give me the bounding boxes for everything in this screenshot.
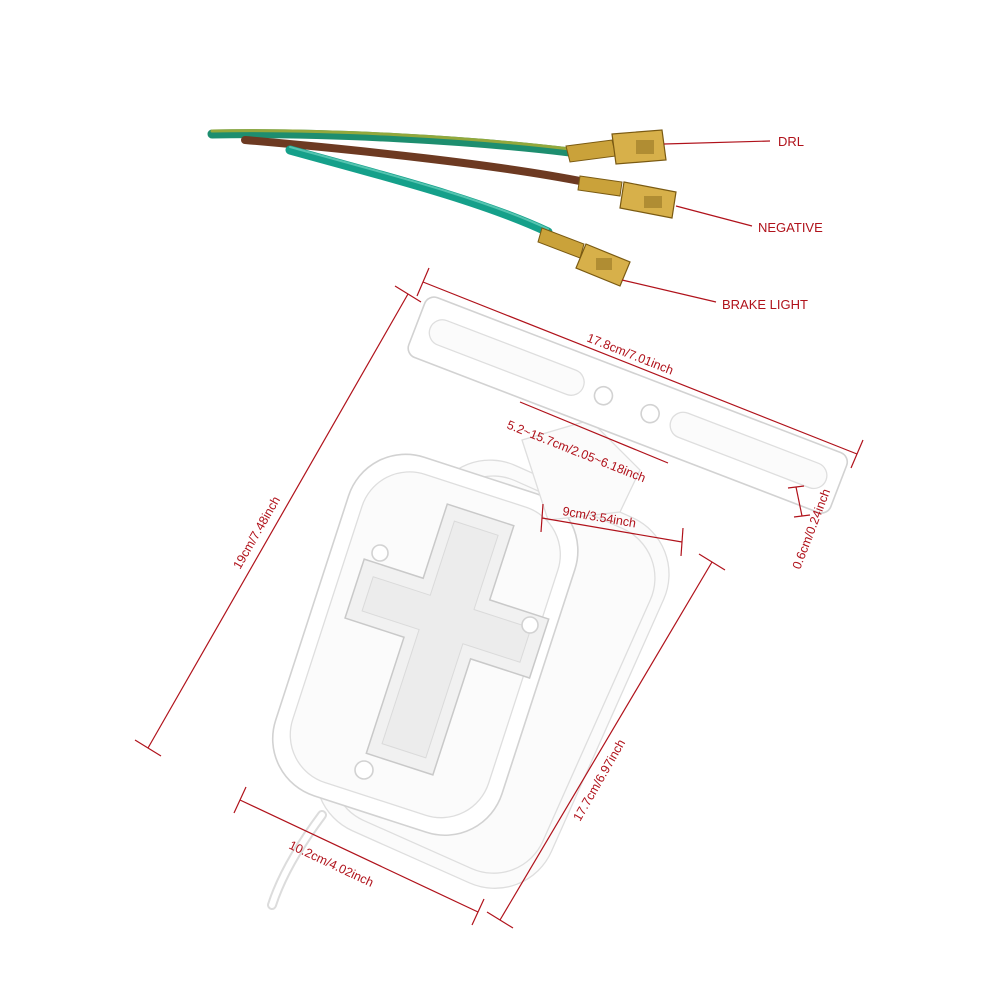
drl-terminal-icon — [565, 129, 667, 165]
mounting-bracket — [407, 296, 849, 514]
wire-labels: DRL NEGATIVE BRAKE LIGHT — [621, 134, 823, 312]
total-height-label: 19cm/7.48inch — [230, 494, 283, 572]
lamp-width-label: 10.2cm/4.02inch — [287, 838, 376, 890]
brake-light-label: BRAKE LIGHT — [722, 297, 808, 312]
drl-wire — [207, 129, 575, 157]
negative-terminal-icon — [577, 175, 677, 219]
brake-terminal-icon — [537, 227, 631, 287]
tail-lamp-assembly — [267, 296, 849, 910]
brake-wire — [285, 145, 553, 237]
wire-harness — [207, 129, 677, 287]
negative-wire — [241, 136, 589, 186]
drl-label: DRL — [778, 134, 804, 149]
negative-label: NEGATIVE — [758, 220, 823, 235]
cross-reflector-icon — [344, 503, 550, 776]
